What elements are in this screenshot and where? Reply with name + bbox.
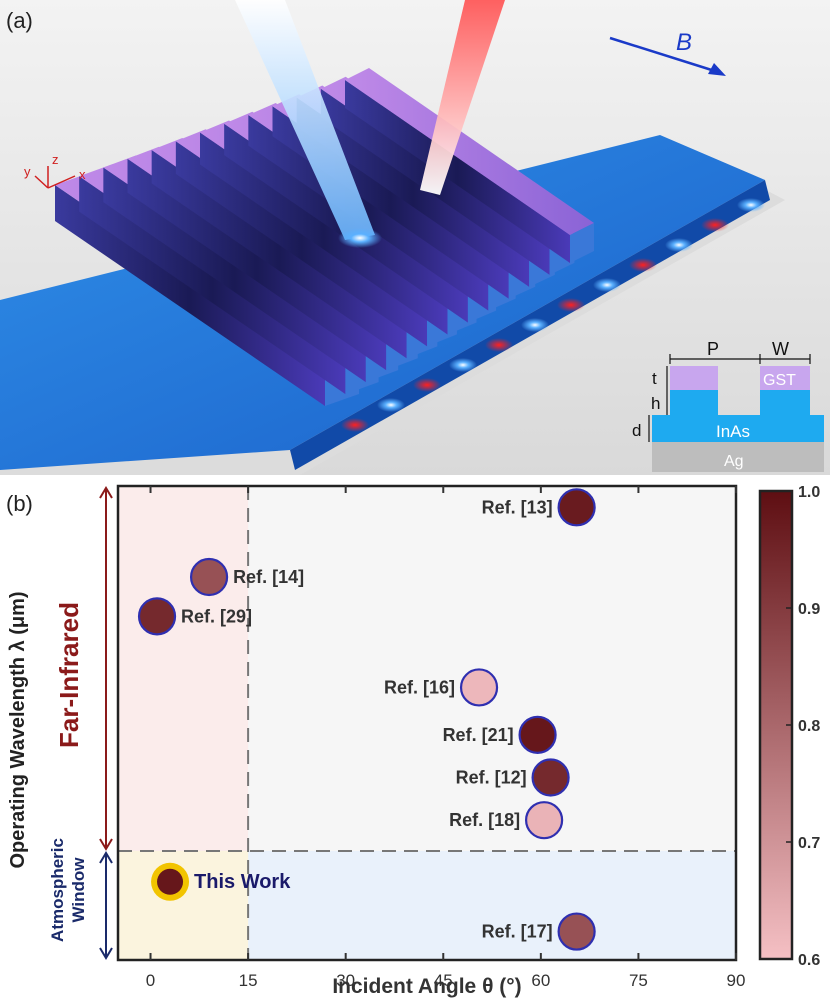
data-point <box>137 597 177 636</box>
hotspot <box>629 258 657 272</box>
x-tick-label: 90 <box>727 971 746 990</box>
colorbar-tick-label: 0.6 <box>798 952 820 969</box>
hotspot <box>377 398 405 412</box>
hotspot <box>521 318 549 332</box>
point-label: Ref. [13] <box>482 497 553 517</box>
hotspot <box>449 358 477 372</box>
grating-bar <box>345 80 570 263</box>
point-label: This Work <box>194 871 291 893</box>
atmospheric-label-line2: Window <box>69 857 88 923</box>
scatter-chart: (b) Ref. [13] Ref. [14] Ref. [29] Ref. [16]… <box>6 484 820 998</box>
svg-text:x: x <box>79 167 86 182</box>
data-point <box>157 868 184 895</box>
grating-bar <box>200 132 448 335</box>
grating-bars <box>55 68 594 406</box>
point-label: Ref. [21] <box>443 725 514 745</box>
svg-text:Ag: Ag <box>724 453 744 470</box>
field-arrow <box>609 36 719 74</box>
field-hotspots <box>341 198 765 432</box>
svg-text:W: W <box>772 339 789 359</box>
colorbar: 0.6 0.7 0.8 0.9 1.0 <box>758 484 820 969</box>
x-tick-label: 30 <box>336 971 355 990</box>
field-label: B <box>676 29 692 56</box>
data-point <box>557 488 596 527</box>
point-label: Ref. [17] <box>482 922 553 942</box>
data-point <box>531 758 570 797</box>
svg-text:P: P <box>707 339 719 359</box>
svg-text:t: t <box>652 369 657 388</box>
grating-bar <box>248 115 489 311</box>
point-label: Ref. [29] <box>181 606 252 626</box>
panel-a-label: (a) <box>6 8 33 33</box>
point-label: Ref. [18] <box>449 810 520 830</box>
hotspot <box>593 278 621 292</box>
grating-bar <box>175 141 428 347</box>
data-point <box>459 668 499 707</box>
atmospheric-label-line1: Atmospheric <box>48 838 67 942</box>
hotspot <box>341 418 369 432</box>
colorbar-tick-label: 0.7 <box>798 835 820 852</box>
axes-triad <box>34 166 76 189</box>
grating-bar <box>151 150 407 359</box>
colorbar-tick-label: 0.8 <box>798 718 820 735</box>
colorbar-tick-label: 1.0 <box>798 484 820 501</box>
svg-text:z: z <box>52 152 59 167</box>
svg-text:GST: GST <box>763 372 796 389</box>
plot-frame <box>116 484 738 962</box>
point-label: Ref. [16] <box>384 677 455 697</box>
x-tick-label: 0 <box>146 971 155 990</box>
x-tick-label: 75 <box>629 971 648 990</box>
region-arrows <box>99 486 113 960</box>
cross-section-inset: P W t h d GST InAs Ag <box>632 339 824 472</box>
region-this-work <box>118 850 249 960</box>
svg-text:InAs: InAs <box>716 422 750 441</box>
schematic-panel: B z x y (a) P W t h d GST InAs Ag <box>0 0 830 475</box>
hotspot <box>701 218 729 232</box>
grating-bar <box>296 97 530 287</box>
hotspot <box>557 298 585 312</box>
grating-bar <box>127 158 387 371</box>
colorbar-tick-label: 0.9 <box>798 601 820 618</box>
data-point <box>518 715 557 754</box>
svg-text:d: d <box>632 421 641 440</box>
x-tick-label: 45 <box>434 971 453 990</box>
x-tick-label: 15 <box>239 971 258 990</box>
hotspot <box>665 238 693 252</box>
data-point <box>557 912 596 951</box>
x-tick-label: 60 <box>531 971 550 990</box>
incident-beam <box>235 0 375 240</box>
data-point <box>524 801 564 840</box>
x-axis-label: Incident Angle θ (°) <box>332 975 521 998</box>
data-points: Ref. [13] Ref. [14] Ref. [29] Ref. [16] Ref.… <box>137 488 596 951</box>
hotspot <box>413 378 441 392</box>
region-atmospheric <box>248 850 736 960</box>
y-axis-label: Operating Wavelength λ (μm) <box>7 591 29 868</box>
svg-text:h: h <box>651 394 660 413</box>
far-infrared-label: Far-Infrared <box>54 602 84 748</box>
hotspot <box>737 198 765 212</box>
grating-bar-top <box>345 68 594 235</box>
point-label: Ref. [14] <box>233 567 304 587</box>
region-low-angle-ir <box>118 486 249 851</box>
x-axis-ticks: 0 15 30 45 60 75 90 <box>146 486 746 990</box>
svg-text:y: y <box>24 164 31 179</box>
point-label: Ref. [12] <box>456 768 527 788</box>
threshold-lines <box>118 486 736 960</box>
data-point <box>189 557 229 597</box>
hotspot <box>485 338 513 352</box>
panel-b-label: (b) <box>6 491 33 516</box>
reflected-beam <box>420 0 505 195</box>
